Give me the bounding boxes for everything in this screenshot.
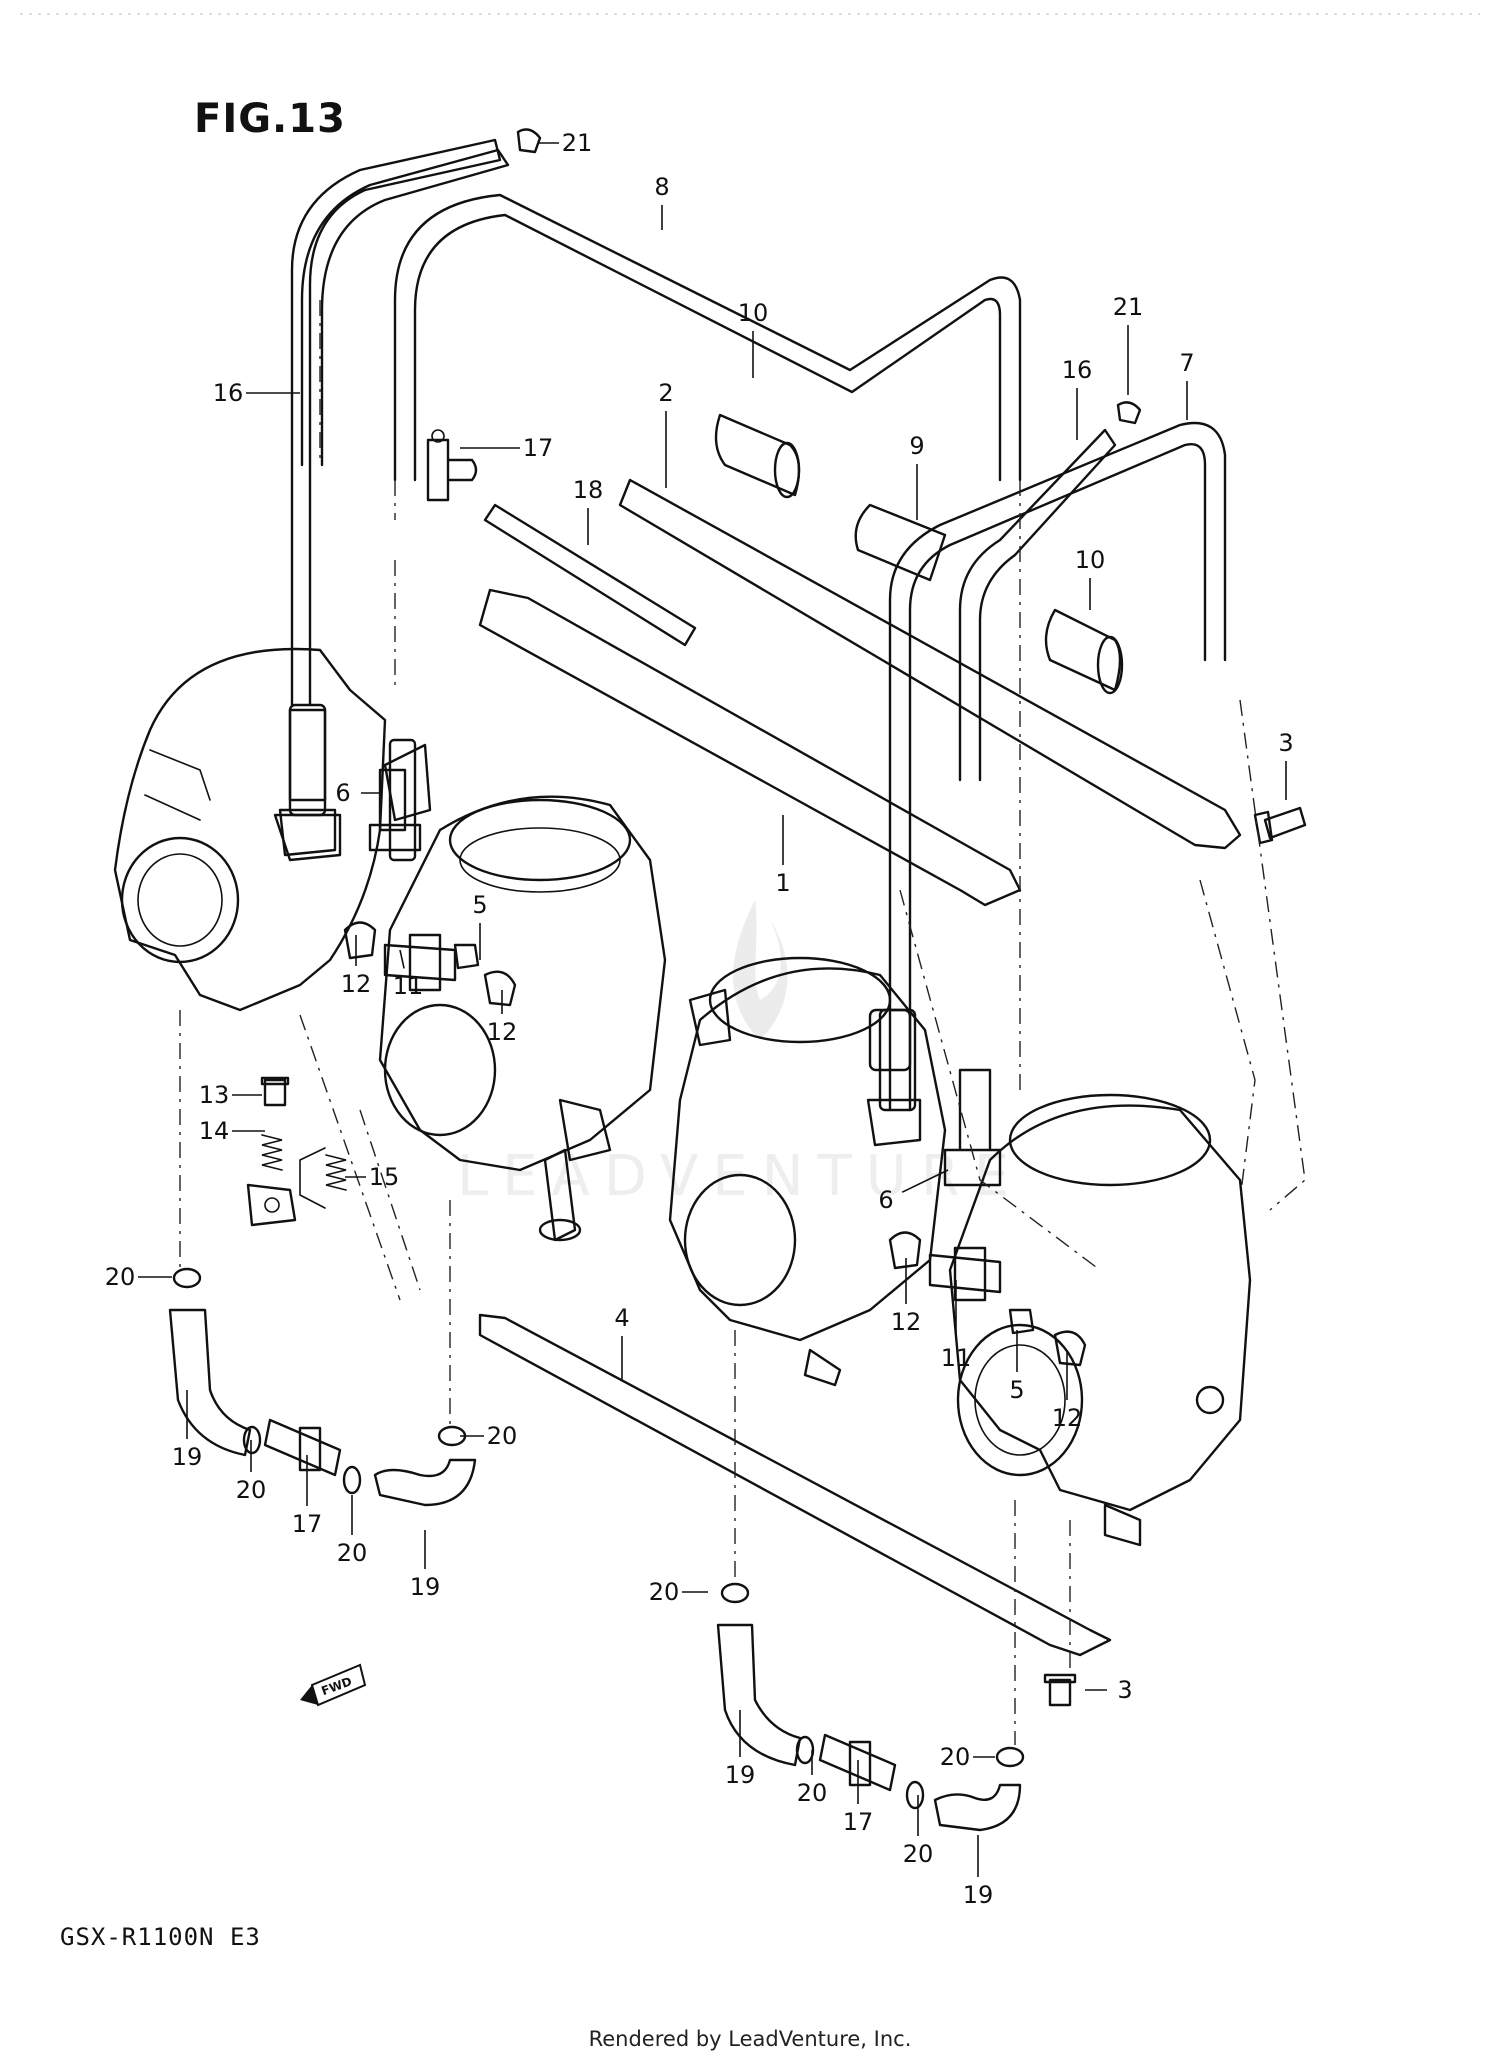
clip-21-right: [1116, 401, 1142, 425]
callout-label-c20a: 20: [105, 1263, 136, 1291]
fuel-joint-right: [888, 1231, 1087, 1367]
callout-label-c12d: 12: [1052, 1404, 1083, 1432]
callout-label-c12c: 12: [891, 1308, 922, 1336]
bracket-2: [618, 478, 1242, 850]
callout-label-c11b: 11: [941, 1344, 972, 1372]
callout-label-c17a: 17: [523, 434, 554, 462]
hose-8: [393, 193, 1022, 482]
clip-21-top: [516, 128, 542, 154]
spring-14: [261, 1134, 283, 1171]
callout-leader-c6b: [901, 1169, 949, 1193]
callout-label-c3a: 3: [1278, 729, 1293, 757]
sleeve-10b: [1044, 608, 1122, 692]
callout-label-c20d: 20: [337, 1539, 368, 1567]
clamp-14: [246, 1183, 297, 1227]
callout-leader-c11a: [399, 949, 405, 969]
forward-arrow-icon: FWD: [300, 1663, 367, 1707]
fuel-joint-left: [343, 921, 517, 1007]
callout-label-c11a: 11: [393, 972, 424, 1000]
tee-17-top: [426, 438, 478, 502]
callout-label-c8: 8: [654, 173, 669, 201]
callout-label-c5b: 5: [1009, 1376, 1024, 1404]
model-code: GSX-R1100N E3: [60, 1923, 261, 1951]
hose-16-left-connector: [288, 703, 327, 817]
carburetor-right: [948, 1093, 1252, 1547]
callout-label-c20c: 20: [236, 1476, 267, 1504]
callout-label-c20h: 20: [903, 1840, 934, 1868]
watermark: LEADVENTURE: [457, 900, 1009, 1209]
render-credit: Rendered by LeadVenture, Inc.: [588, 2027, 912, 2051]
callout-label-c16b: 16: [1062, 356, 1093, 384]
callout-label-c19b: 19: [410, 1573, 441, 1601]
callout-label-c17b: 17: [292, 1510, 323, 1538]
hose-assembly-left: [168, 1267, 477, 1507]
callout-label-c18: 18: [573, 476, 604, 504]
callout-label-c21b: 21: [1113, 293, 1144, 321]
callout-label-c13: 13: [199, 1081, 230, 1109]
hose-16-right-connector: [878, 1008, 917, 1112]
tube-18: [483, 503, 697, 647]
callout-label-c10b: 10: [1075, 546, 1106, 574]
callout-label-c20e: 20: [649, 1578, 680, 1606]
callout-label-c20f: 20: [940, 1743, 971, 1771]
callout-label-c2: 2: [658, 379, 673, 407]
hose-7: [888, 421, 1227, 1112]
hose-16-left: [300, 148, 510, 467]
carburetor-left: [113, 647, 387, 1012]
spring-15: [325, 1154, 347, 1191]
callout-label-c20b: 20: [487, 1422, 518, 1450]
fitting-6-left: [368, 768, 422, 852]
callout-label-c9: 9: [909, 432, 924, 460]
callout-label-c6b: 6: [878, 1186, 893, 1214]
callout-label-c4: 4: [614, 1304, 629, 1332]
callout-label-c17c: 17: [843, 1808, 874, 1836]
figure-title: FIG.13: [194, 96, 346, 142]
callout-label-c7: 7: [1179, 349, 1194, 377]
screw-13: [260, 1076, 290, 1107]
callout-label-c15: 15: [369, 1163, 400, 1191]
callout-label-c19c: 19: [725, 1761, 756, 1789]
callout-label-c5a: 5: [472, 891, 487, 919]
bracket-4: [478, 1313, 1112, 1657]
carburetor-3: [668, 956, 947, 1387]
screw-3-top: [1253, 806, 1307, 845]
callout-label-c12b: 12: [487, 1018, 518, 1046]
sleeve-9: [854, 503, 947, 582]
callout-label-c19d: 19: [963, 1881, 994, 1909]
callout-label-c21a: 21: [562, 129, 593, 157]
callout-label-c1: 1: [775, 869, 790, 897]
callout-label-c16a: 16: [213, 379, 244, 407]
hose-7-inner: [908, 443, 1207, 1112]
hose-16-right: [958, 428, 1117, 782]
carburetor-2: [378, 738, 667, 1242]
callout-label-c14: 14: [199, 1117, 230, 1145]
callout-label-c3b: 3: [1117, 1676, 1132, 1704]
hose-16-left-drop: [290, 138, 502, 707]
callout-label-c6a: 6: [335, 779, 350, 807]
callout-label-c20g: 20: [797, 1779, 828, 1807]
hose-assembly-right: [716, 1582, 1025, 1832]
callout-label-c12a: 12: [341, 970, 372, 998]
callout-label-c19a: 19: [172, 1443, 203, 1471]
callout-label-c10a: 10: [738, 299, 769, 327]
fitting-6-right: [943, 1068, 1002, 1187]
hose-8-inner: [413, 213, 1002, 482]
bracket-1: [478, 588, 1022, 907]
screw-3-bottom: [1043, 1673, 1077, 1707]
sleeve-10a: [714, 413, 801, 497]
